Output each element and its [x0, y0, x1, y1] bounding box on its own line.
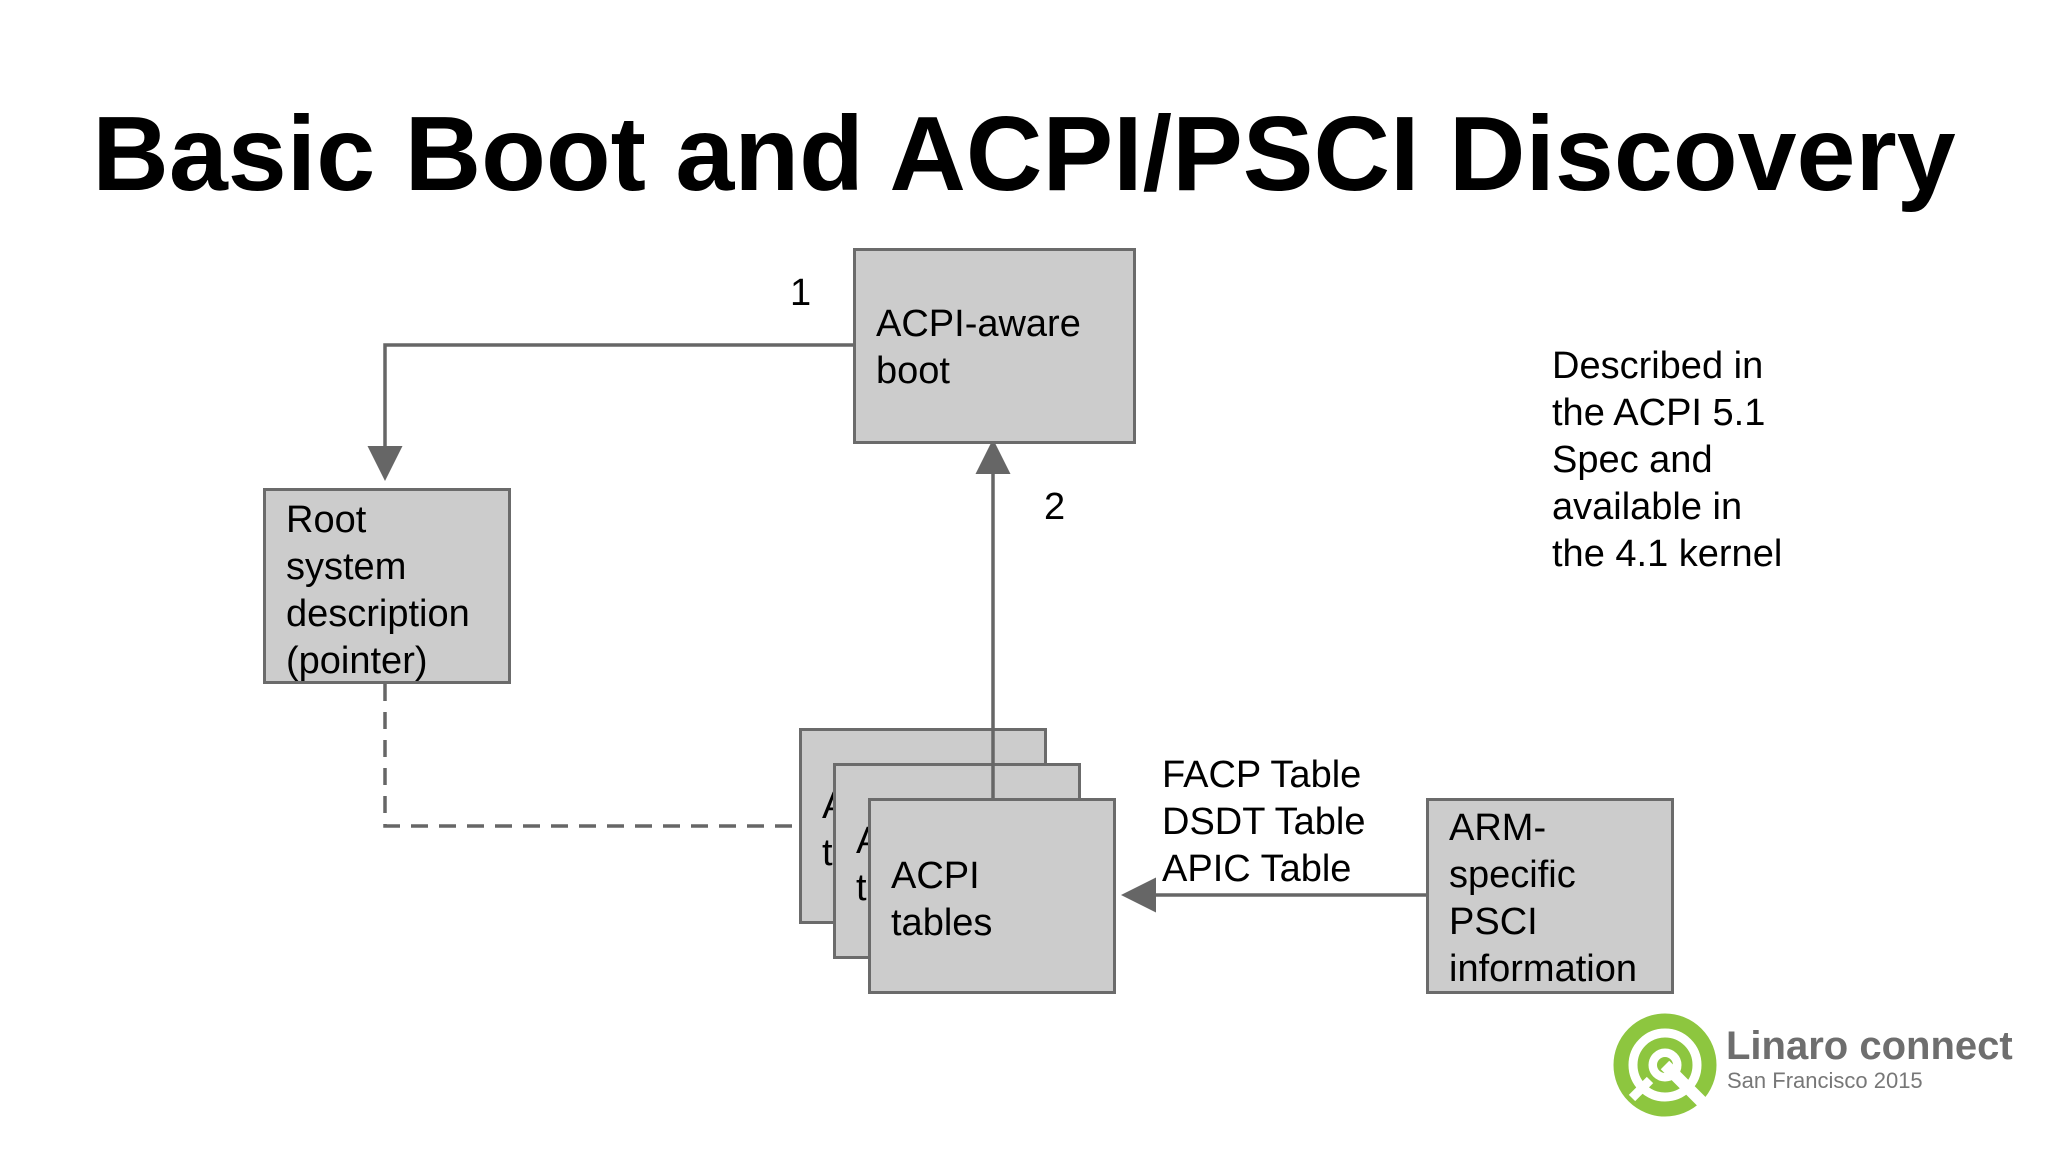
acpi-tables-label-line-1: ACPI — [891, 855, 980, 897]
boot-label-line-1: ACPI-aware — [876, 303, 1081, 345]
boot-to-root-arrow — [367, 343, 853, 481]
logo-brand-name: Linaro connect — [1726, 1024, 2013, 1068]
step-label-2: 2 — [1044, 486, 1066, 528]
acpi-tables-label-line-2: tables — [891, 902, 993, 944]
acpi-spec-note: Described in the ACPI 5.1 Spec and avail… — [1552, 345, 1783, 575]
acpi-tables-box: ACPI tables — [868, 798, 1116, 994]
root-to-tables-dashed-line — [383, 684, 802, 828]
table-list-label: FACP Table DSDT Table APIC Table — [1162, 754, 1366, 890]
acpi-aware-boot-box: ACPI-aware boot — [853, 248, 1136, 444]
slide-title: Basic Boot and ACPI/PSCI Discovery — [92, 95, 1956, 213]
logo-event-subtitle: San Francisco 2015 — [1727, 1068, 1923, 1093]
root-system-description-box: Root system description (pointer) — [263, 488, 511, 684]
arm-psci-information-box: ARM- specific PSCI information — [1426, 798, 1674, 994]
boot-label-line-2: boot — [876, 350, 950, 392]
step-label-1: 1 — [790, 272, 812, 314]
linaro-ring-icon — [1613, 1013, 1719, 1119]
